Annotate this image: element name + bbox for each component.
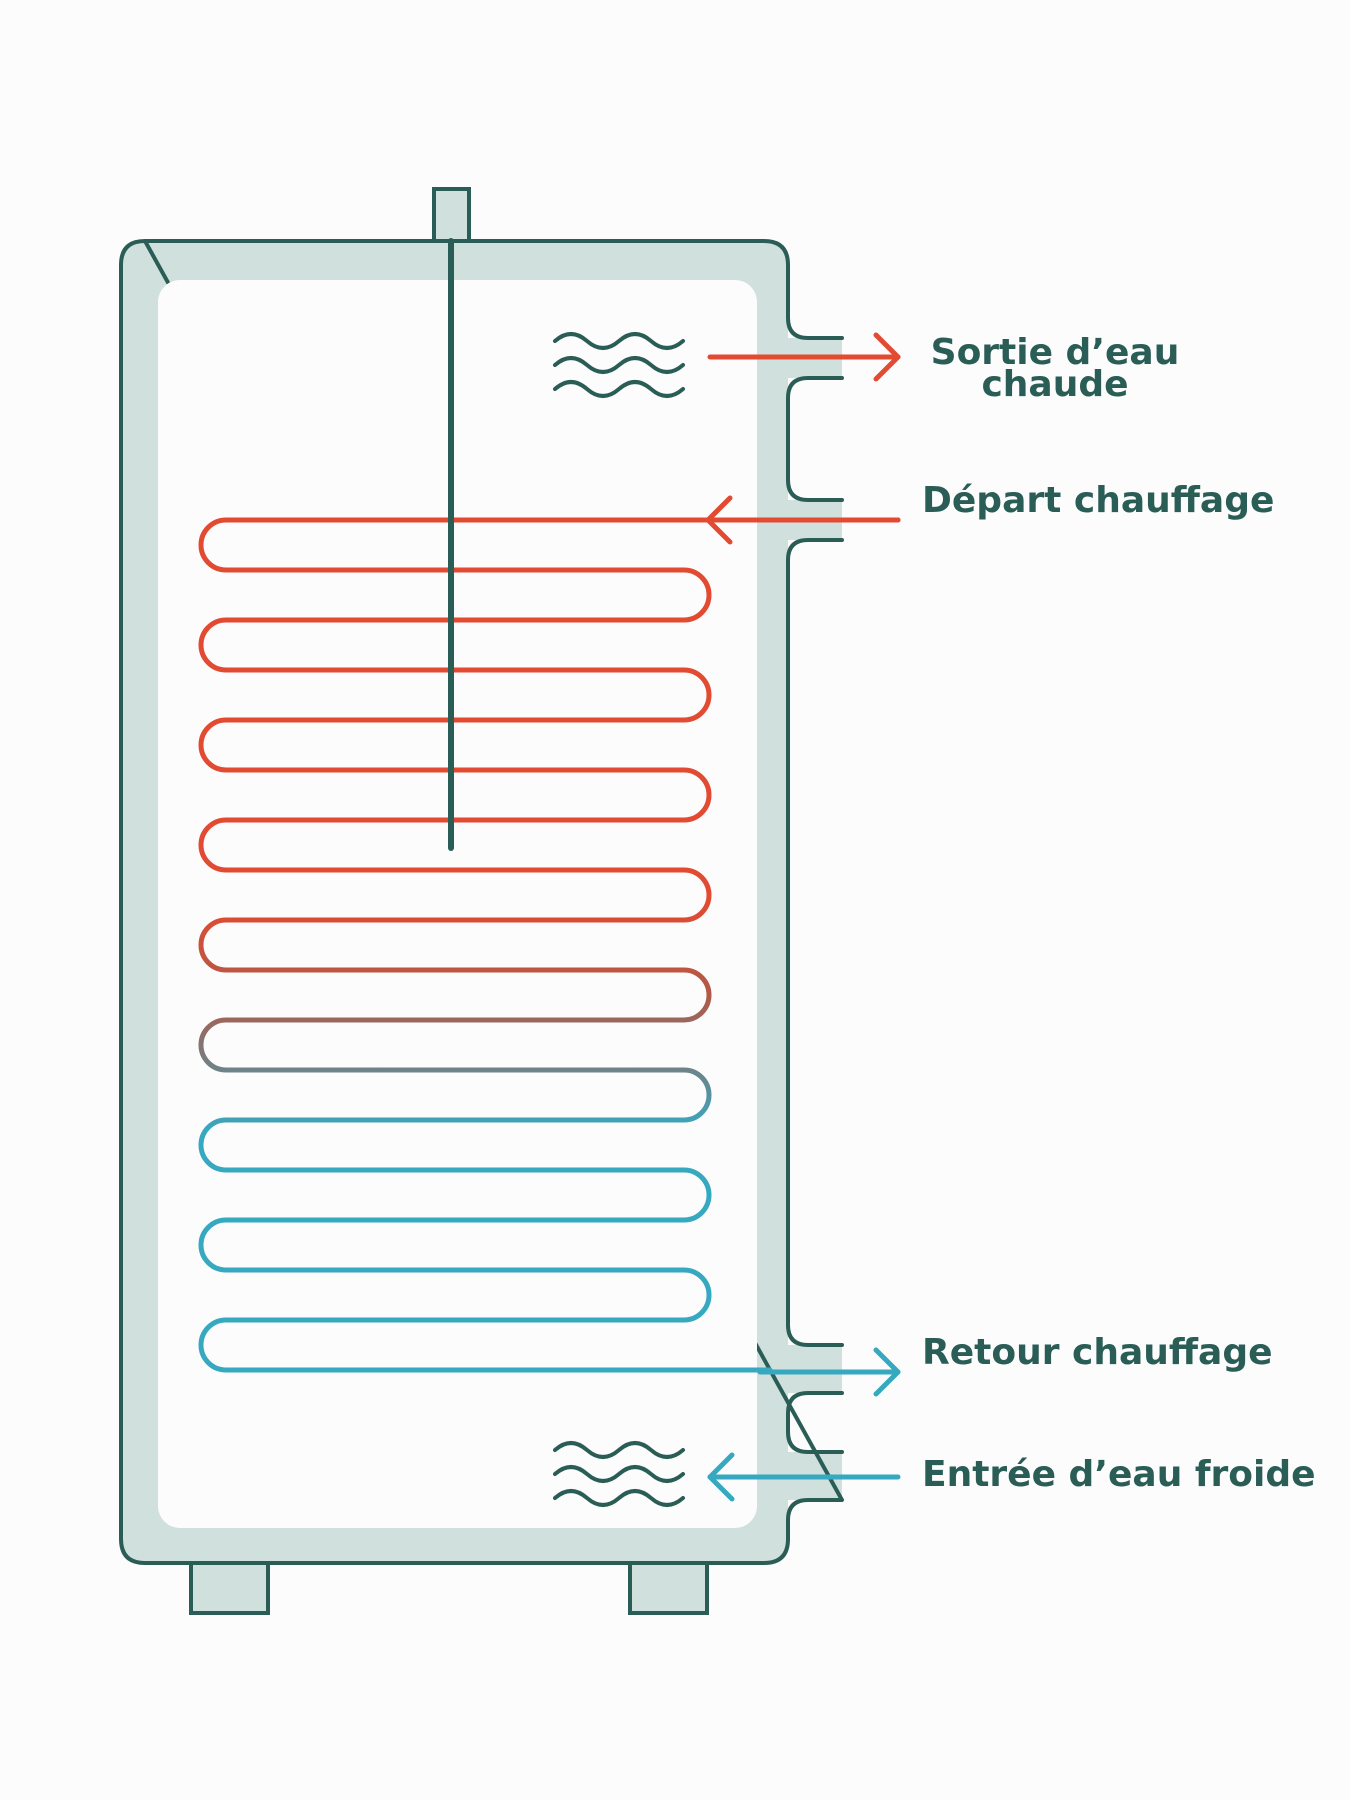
sensor-cap [432, 187, 471, 243]
arrow-left-icon [707, 1452, 901, 1502]
tank-outline [119, 239, 844, 1565]
label-heating-return: Retour chauffage [922, 1332, 1273, 1373]
water-waves-icon [553, 1441, 685, 1507]
arrow-right-icon [757, 1347, 901, 1397]
tank-interior [158, 280, 757, 1528]
label-hot-water-outlet-line1: Sortie d’eau [930, 332, 1180, 373]
label-cold-water-inlet: Entrée d’eau froide [922, 1454, 1316, 1495]
heat-exchanger-coil [198, 517, 901, 1373]
tank-foot-right [628, 1558, 709, 1615]
label-heating-flow: Départ chauffage [922, 480, 1275, 521]
tank-foot-left [189, 1558, 270, 1615]
label-hot-water-outlet: Sortie d’eau chaude [930, 332, 1180, 405]
water-waves-icon [553, 332, 685, 398]
arrow-left-icon [705, 495, 901, 545]
arrow-right-icon [707, 332, 901, 382]
label-hot-water-outlet-line2: chaude [981, 364, 1129, 405]
